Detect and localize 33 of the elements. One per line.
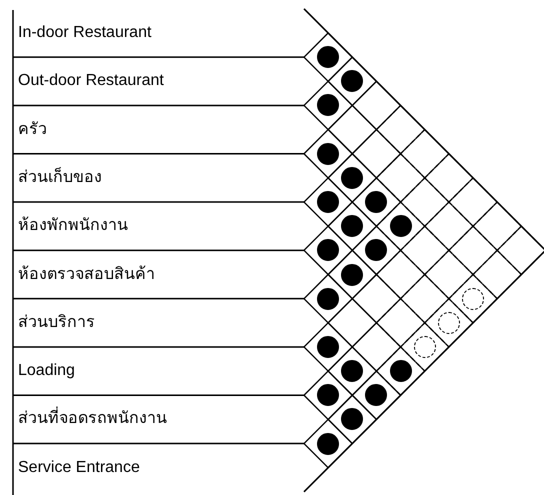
row-label: Loading [18,361,75,382]
row-label: ส่วนเก็บของ [18,168,102,188]
open-circle [438,312,460,334]
filled-dot [317,432,340,455]
row-label: ห้องพักพนักงาน [18,216,128,236]
filled-dot [390,215,412,238]
filled-dot [317,142,340,165]
filled-dot [390,360,412,382]
row-label: ห้องตรวจสอบสินค้า [18,264,155,284]
row-label: ครัว [18,120,47,140]
filled-dot [317,46,340,68]
filled-dot [341,408,364,430]
open-circle [462,288,484,310]
filled-dot [317,191,340,214]
filled-dot [365,239,388,262]
filled-dot [317,288,340,310]
filled-dot [341,360,364,382]
row-label: In-door Restaurant [18,23,152,43]
filled-dot [341,264,364,286]
filled-dot [365,191,388,214]
row-label: ส่วนบริการ [18,312,95,333]
filled-dot [365,384,388,406]
open-circle [414,336,436,358]
filled-dot [317,384,340,406]
filled-dot [341,70,364,92]
row-label: Out-door Restaurant [18,71,164,92]
filled-dot [317,239,340,262]
filled-dot [317,336,340,358]
filled-dot [341,215,364,238]
filled-dot [317,94,340,116]
row-label: Service Entrance [18,458,140,478]
filled-dot [341,166,364,189]
row-label: ส่วนที่จอดรถพนักงาน [18,409,167,430]
